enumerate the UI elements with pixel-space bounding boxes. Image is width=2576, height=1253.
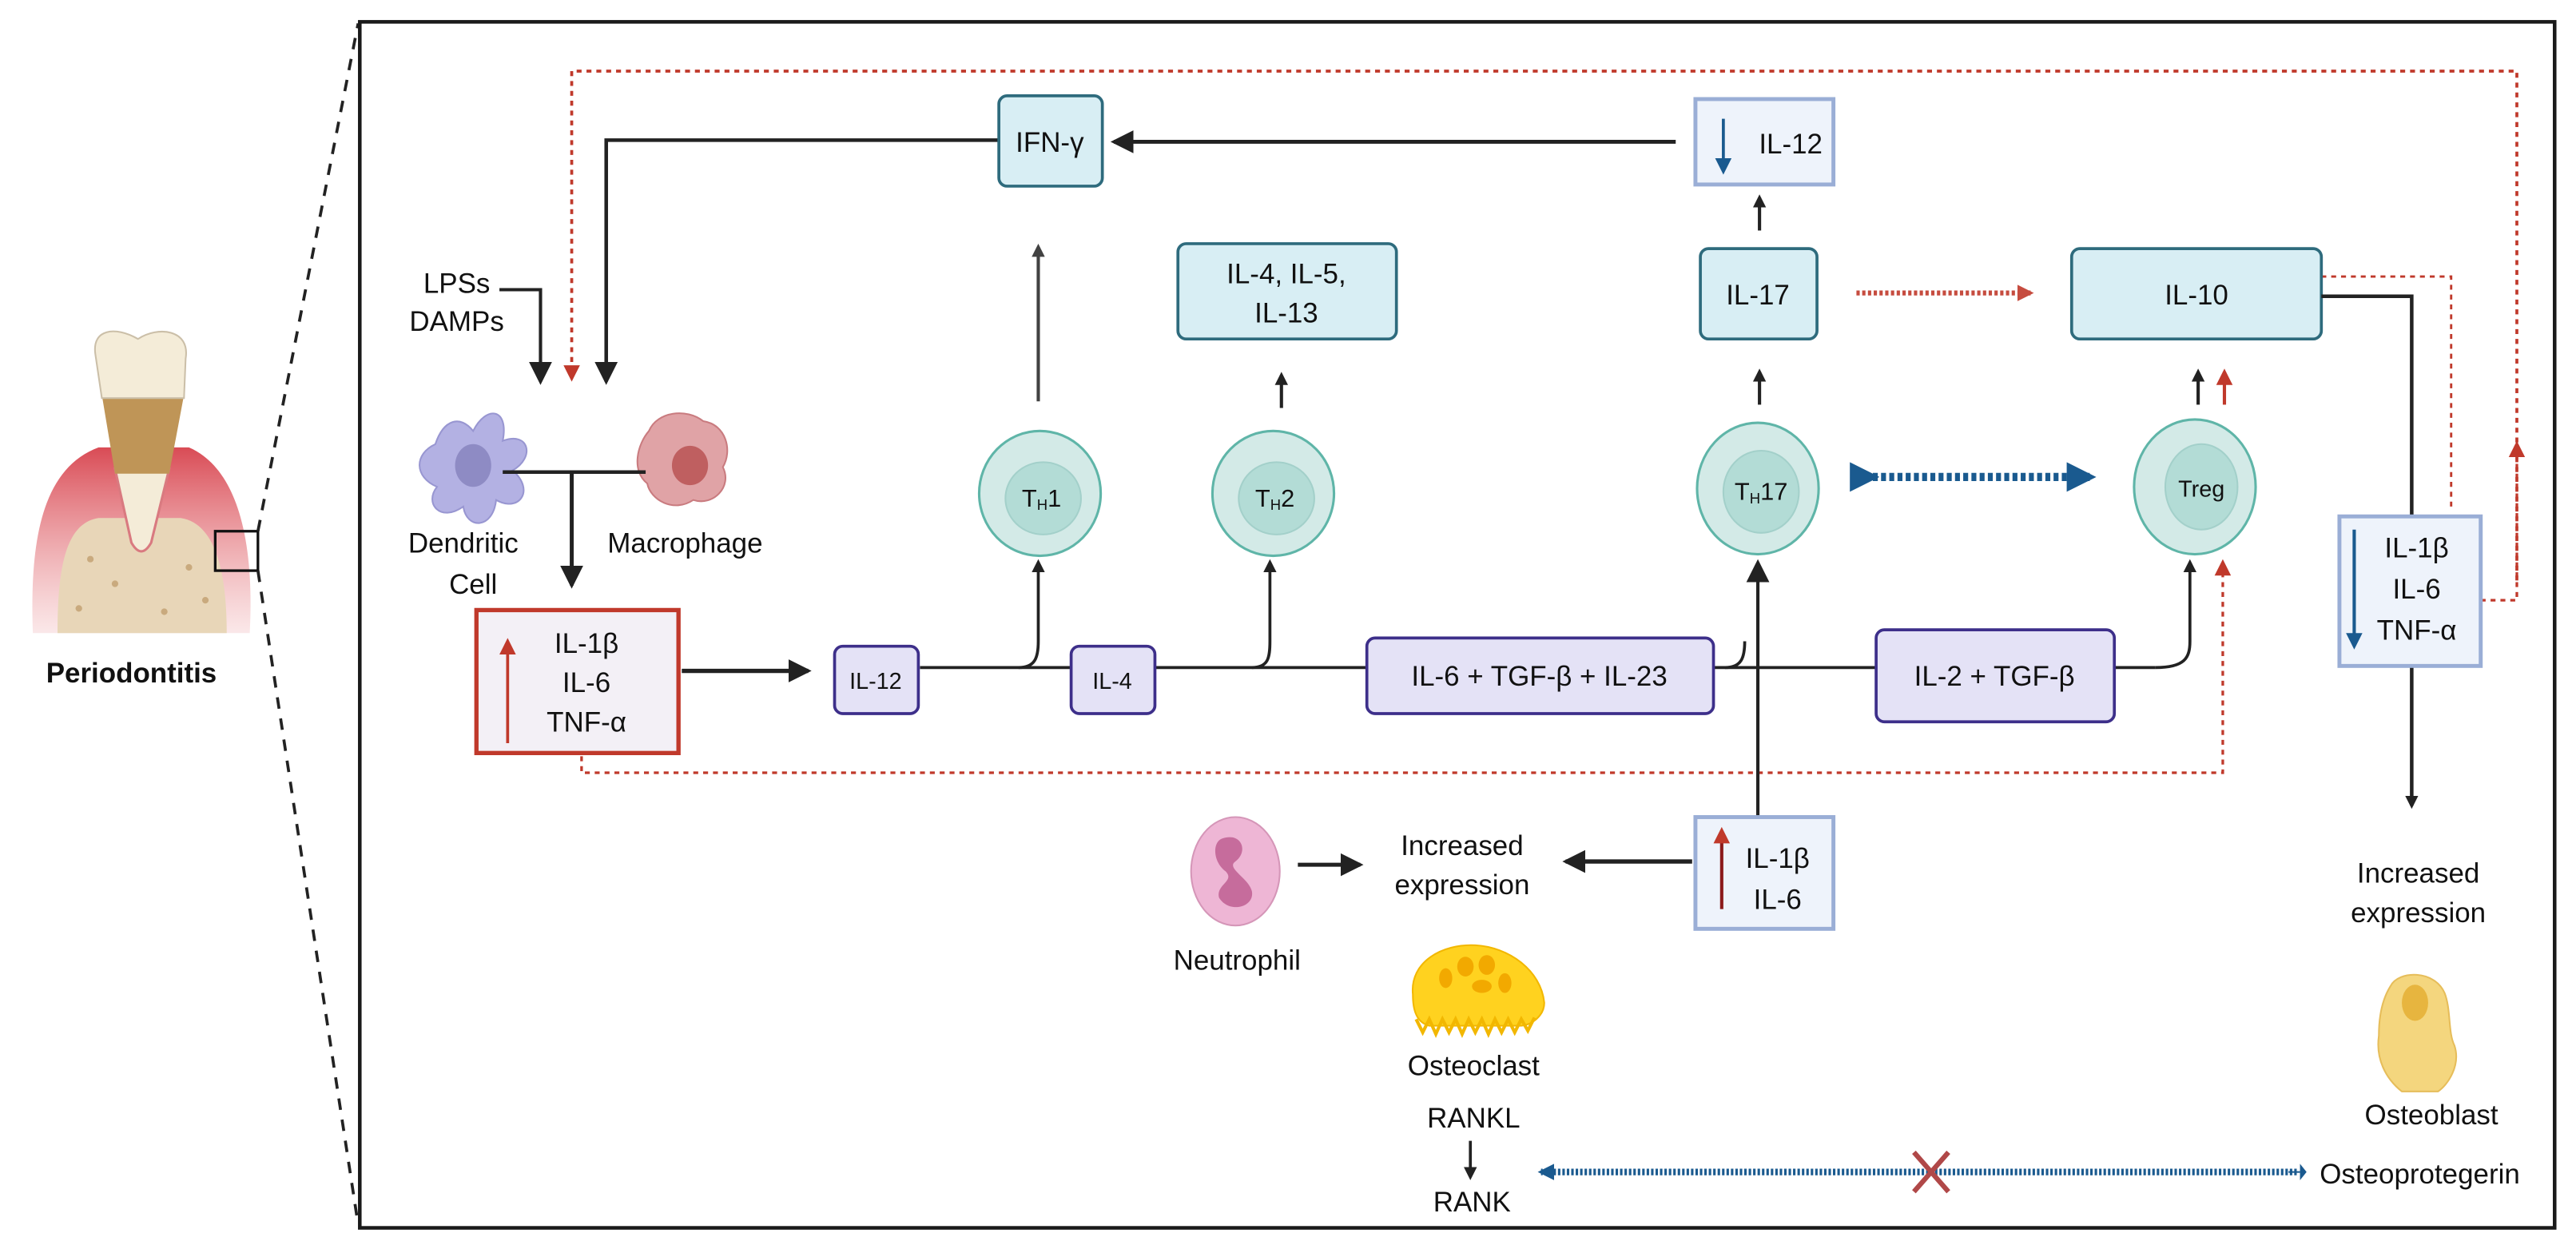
- down-tnfa: TNF-α: [2377, 615, 2457, 646]
- up-il6: IL-6: [563, 667, 610, 698]
- zoom-region-marker: [213, 530, 260, 572]
- th1-cell: TH1: [977, 429, 1103, 558]
- macrophage-icon: [636, 412, 729, 507]
- lps-damps-input: LPSs DAMPs: [409, 268, 552, 385]
- neutrophil-label: Neutrophil: [1174, 945, 1301, 977]
- il17-label: IL-17: [1726, 280, 1790, 311]
- up2-il1b: IL-1β: [1746, 843, 1810, 874]
- up-il1b: IL-1β: [555, 628, 618, 659]
- proinflammatory-up-box: IL-1β IL-6 TNF-α: [474, 607, 681, 755]
- osteoblast-icon: [2377, 973, 2458, 1092]
- feedback-dotted-top: [563, 70, 2518, 581]
- th17-inducer-box: IL-6 + TGF-β + IL-23: [1365, 636, 1715, 715]
- proinflammatory-down-box: IL-1β IL-6 TNF-α: [2337, 514, 2483, 668]
- ifn-gamma-box: IFN-γ: [997, 94, 1104, 188]
- neutrophil-icon: [1190, 816, 1281, 927]
- increased-expression-right-1: Increased: [2357, 858, 2479, 889]
- x-mark-icon: [1912, 1150, 1950, 1194]
- periodontitis-overview: Periodontitis: [32, 23, 360, 1225]
- rank-label: RANK: [1433, 1187, 1511, 1218]
- il12-inducer-box: IL-12: [833, 644, 920, 715]
- osteoclast-label: Osteoclast: [1408, 1050, 1540, 1081]
- th17-inducer-label: IL-6 + TGF-β + IL-23: [1411, 661, 1667, 692]
- treg-label: Treg: [2178, 477, 2224, 503]
- il12-down-label: IL-12: [1759, 129, 1823, 160]
- feedback-dotted-right: [2480, 440, 2526, 602]
- il17-box: IL-17: [1699, 247, 1819, 341]
- damps-label: DAMPs: [409, 306, 503, 337]
- th2-cytokines-line2: IL-13: [1254, 298, 1318, 329]
- il10-box: IL-10: [2069, 247, 2324, 341]
- dendritic-cell-icon: [419, 412, 528, 524]
- dendritic-cell-label-1: Dendritic: [408, 527, 519, 559]
- il4-inducer-label: IL-4: [1092, 669, 1132, 694]
- ifn-gamma-label: IFN-γ: [1016, 127, 1084, 158]
- down-il6: IL-6: [2392, 574, 2440, 605]
- th2-label: TH2: [1255, 484, 1294, 513]
- detail-frame: [358, 20, 2557, 1230]
- feedback-dotted-il10: [2321, 275, 2453, 511]
- up-tnfa: TNF-α: [547, 707, 626, 738]
- osteoclast-icon: [1412, 944, 1545, 1038]
- osteoblast-label: Osteoblast: [2365, 1100, 2498, 1131]
- dendritic-cell-label-2: Cell: [449, 569, 497, 600]
- rankl-label: RANKL: [1427, 1103, 1521, 1134]
- th17-label: TH17: [1735, 478, 1788, 507]
- th2-cytokines-line1: IL-4, IL-5,: [1226, 258, 1346, 289]
- increased-expression-left-1: Increased: [1401, 830, 1523, 861]
- ifn-to-apc-arrow: [594, 138, 1000, 385]
- il4-inducer-box: IL-4: [1069, 644, 1157, 715]
- increased-expression-left-2: expression: [1394, 869, 1529, 901]
- il1b-il6-up-box: IL-1β IL-6: [1693, 815, 1836, 931]
- osteoprotegerin-label: Osteoprotegerin: [2320, 1159, 2520, 1190]
- increased-expression-right-2: expression: [2351, 897, 2486, 929]
- macrophage-label: Macrophage: [607, 527, 762, 559]
- down-il1b: IL-1β: [2384, 533, 2448, 564]
- tooth-with-plaque-icon: [32, 330, 251, 634]
- th1-label: TH1: [1022, 484, 1061, 513]
- periodontitis-label: Periodontitis: [46, 658, 217, 689]
- il10-label: IL-10: [2165, 280, 2228, 311]
- treg-inducer-label: IL-2 + TGF-β: [1914, 661, 2075, 692]
- treg-inducer-box: IL-2 + TGF-β: [1874, 628, 2117, 724]
- up2-il6: IL-6: [1754, 885, 1802, 916]
- lps-label: LPSs: [423, 268, 491, 300]
- th17-cell: TH17: [1695, 421, 1820, 556]
- il12-inducer-label: IL-12: [849, 669, 902, 694]
- treg-cell: Treg: [2133, 418, 2257, 556]
- th2-cytokines-box: IL-4, IL-5, IL-13: [1176, 242, 1398, 341]
- th2-cell: TH2: [1210, 429, 1336, 558]
- il12-down-box: IL-12: [1693, 97, 1836, 187]
